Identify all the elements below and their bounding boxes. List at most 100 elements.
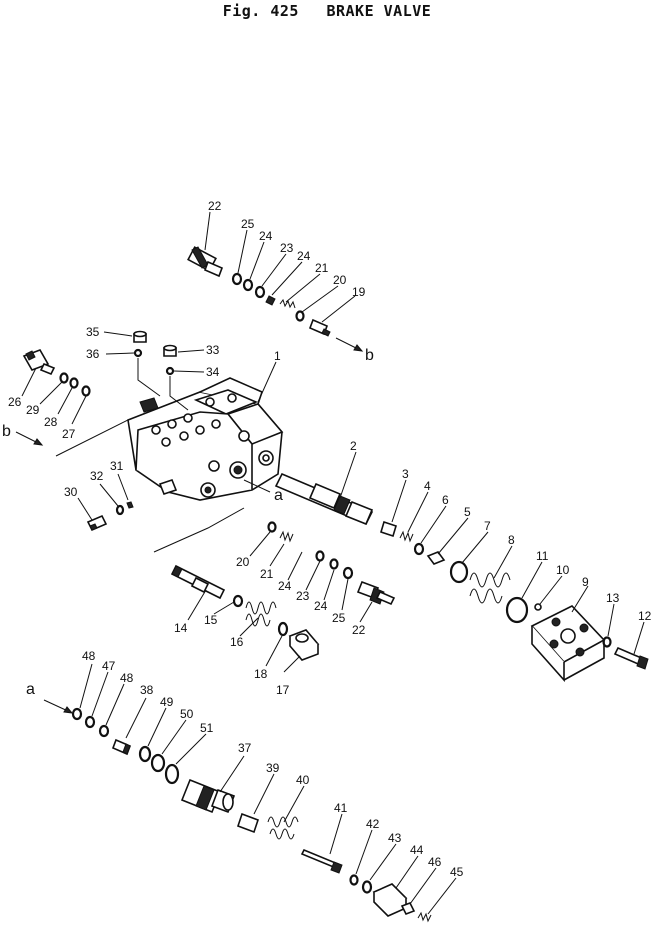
part-11-oring	[505, 596, 529, 624]
leader-4	[407, 491, 429, 533]
leader-27	[71, 395, 87, 425]
ref-a-bottom: a	[26, 681, 35, 698]
callout-35: 35	[86, 325, 100, 339]
callout-28: 28	[44, 415, 58, 429]
leader-22-mid	[359, 601, 373, 623]
callout-16: 16	[230, 635, 244, 649]
part-15-ring	[232, 594, 244, 608]
leader-33	[177, 349, 205, 353]
leader-20-mid	[249, 531, 271, 557]
callout-6: 6	[442, 493, 449, 507]
leader-11	[521, 561, 543, 599]
leader-26	[21, 367, 37, 397]
callout-22-top: 22	[208, 199, 222, 213]
leader-8	[493, 545, 513, 579]
callout-40: 40	[296, 773, 310, 787]
connector-35	[137, 358, 161, 397]
leader-42	[355, 829, 373, 875]
callout-3: 3	[402, 467, 409, 481]
part-13-ring	[602, 636, 612, 648]
leader-47	[91, 671, 109, 717]
leader-25-mid	[341, 578, 349, 611]
callout-23-top: 23	[280, 241, 294, 255]
leader-31	[117, 473, 129, 501]
part-26-fitting	[22, 349, 56, 376]
ref-b-right: b	[365, 347, 374, 364]
leader-25-top	[237, 229, 248, 274]
callout-29: 29	[26, 403, 40, 417]
leader-35	[103, 331, 133, 337]
leader-22-top	[204, 211, 211, 251]
leader-39	[253, 773, 275, 815]
part-41-pin	[300, 848, 343, 874]
part-24b-ring-mid	[329, 558, 339, 570]
part-32-ring	[115, 504, 125, 516]
callout-27: 27	[62, 427, 76, 441]
part-2-spool	[274, 472, 374, 526]
callout-24b-mid: 24	[314, 599, 328, 613]
part-5-cap	[426, 551, 446, 565]
connector-14	[153, 507, 245, 553]
callout-34: 34	[206, 365, 220, 379]
callout-11: 11	[536, 549, 549, 563]
leader-43	[369, 843, 397, 881]
callout-14: 14	[174, 621, 188, 635]
ref-b-left: b	[2, 423, 11, 440]
leader-17	[283, 655, 301, 673]
leader-44	[395, 855, 419, 889]
callout-37: 37	[238, 741, 252, 755]
part-31-ring	[126, 501, 134, 509]
callout-24-mid: 24	[278, 579, 292, 593]
callout-12: 12	[638, 609, 652, 623]
part-37-valve-body-small	[180, 778, 236, 814]
callout-47: 47	[102, 659, 116, 673]
leader-21-mid	[269, 543, 285, 567]
part-4-spring	[399, 530, 414, 543]
callout-25-mid: 25	[332, 611, 346, 625]
part-48-ring-a	[71, 707, 83, 721]
part-9-cover	[530, 605, 606, 683]
leader-1	[257, 361, 277, 403]
part-40-spring	[267, 816, 299, 840]
callout-13: 13	[606, 591, 620, 605]
part-36-ring	[133, 348, 143, 358]
callout-44: 44	[410, 843, 424, 857]
connector-b-left	[55, 419, 129, 457]
callout-25-top: 25	[241, 217, 255, 231]
arrow-b-left-head	[33, 438, 44, 446]
part-7-oring	[449, 560, 469, 584]
part-17-cap	[288, 629, 320, 661]
part-43-ring	[361, 880, 373, 894]
callout-32: 32	[90, 469, 104, 483]
leader-5	[437, 517, 469, 555]
callout-21-top: 21	[315, 261, 329, 275]
middle-assembly	[153, 507, 396, 673]
part-25-oring-top	[231, 272, 243, 286]
callout-30: 30	[64, 485, 78, 499]
leader-34	[173, 370, 205, 373]
figure-caption: BRAKE VALVE	[326, 2, 432, 20]
leader-12	[633, 621, 645, 655]
leader-40	[283, 785, 305, 823]
callout-33: 33	[206, 343, 220, 357]
figure-number: Fig. 425	[222, 2, 299, 20]
callout-10: 10	[556, 563, 570, 577]
part-30-plug	[86, 514, 108, 532]
connector-33	[169, 376, 189, 411]
leader-46	[409, 867, 437, 905]
part-24-ring-top	[242, 278, 254, 292]
callout-43: 43	[388, 831, 402, 845]
callout-39: 39	[266, 761, 280, 775]
leader-2	[339, 451, 357, 499]
callout-41: 41	[334, 801, 348, 815]
part-48-ring-b	[98, 724, 110, 738]
part-46-nut	[400, 901, 416, 916]
part-16-spring	[245, 601, 277, 627]
leader-48b	[105, 683, 125, 726]
leader-29	[39, 381, 63, 405]
part-49-oring	[138, 745, 152, 763]
leader-36	[105, 352, 135, 355]
part-10-ring	[534, 603, 542, 611]
callout-48a: 48	[82, 649, 96, 663]
part-50-oring	[150, 753, 166, 773]
